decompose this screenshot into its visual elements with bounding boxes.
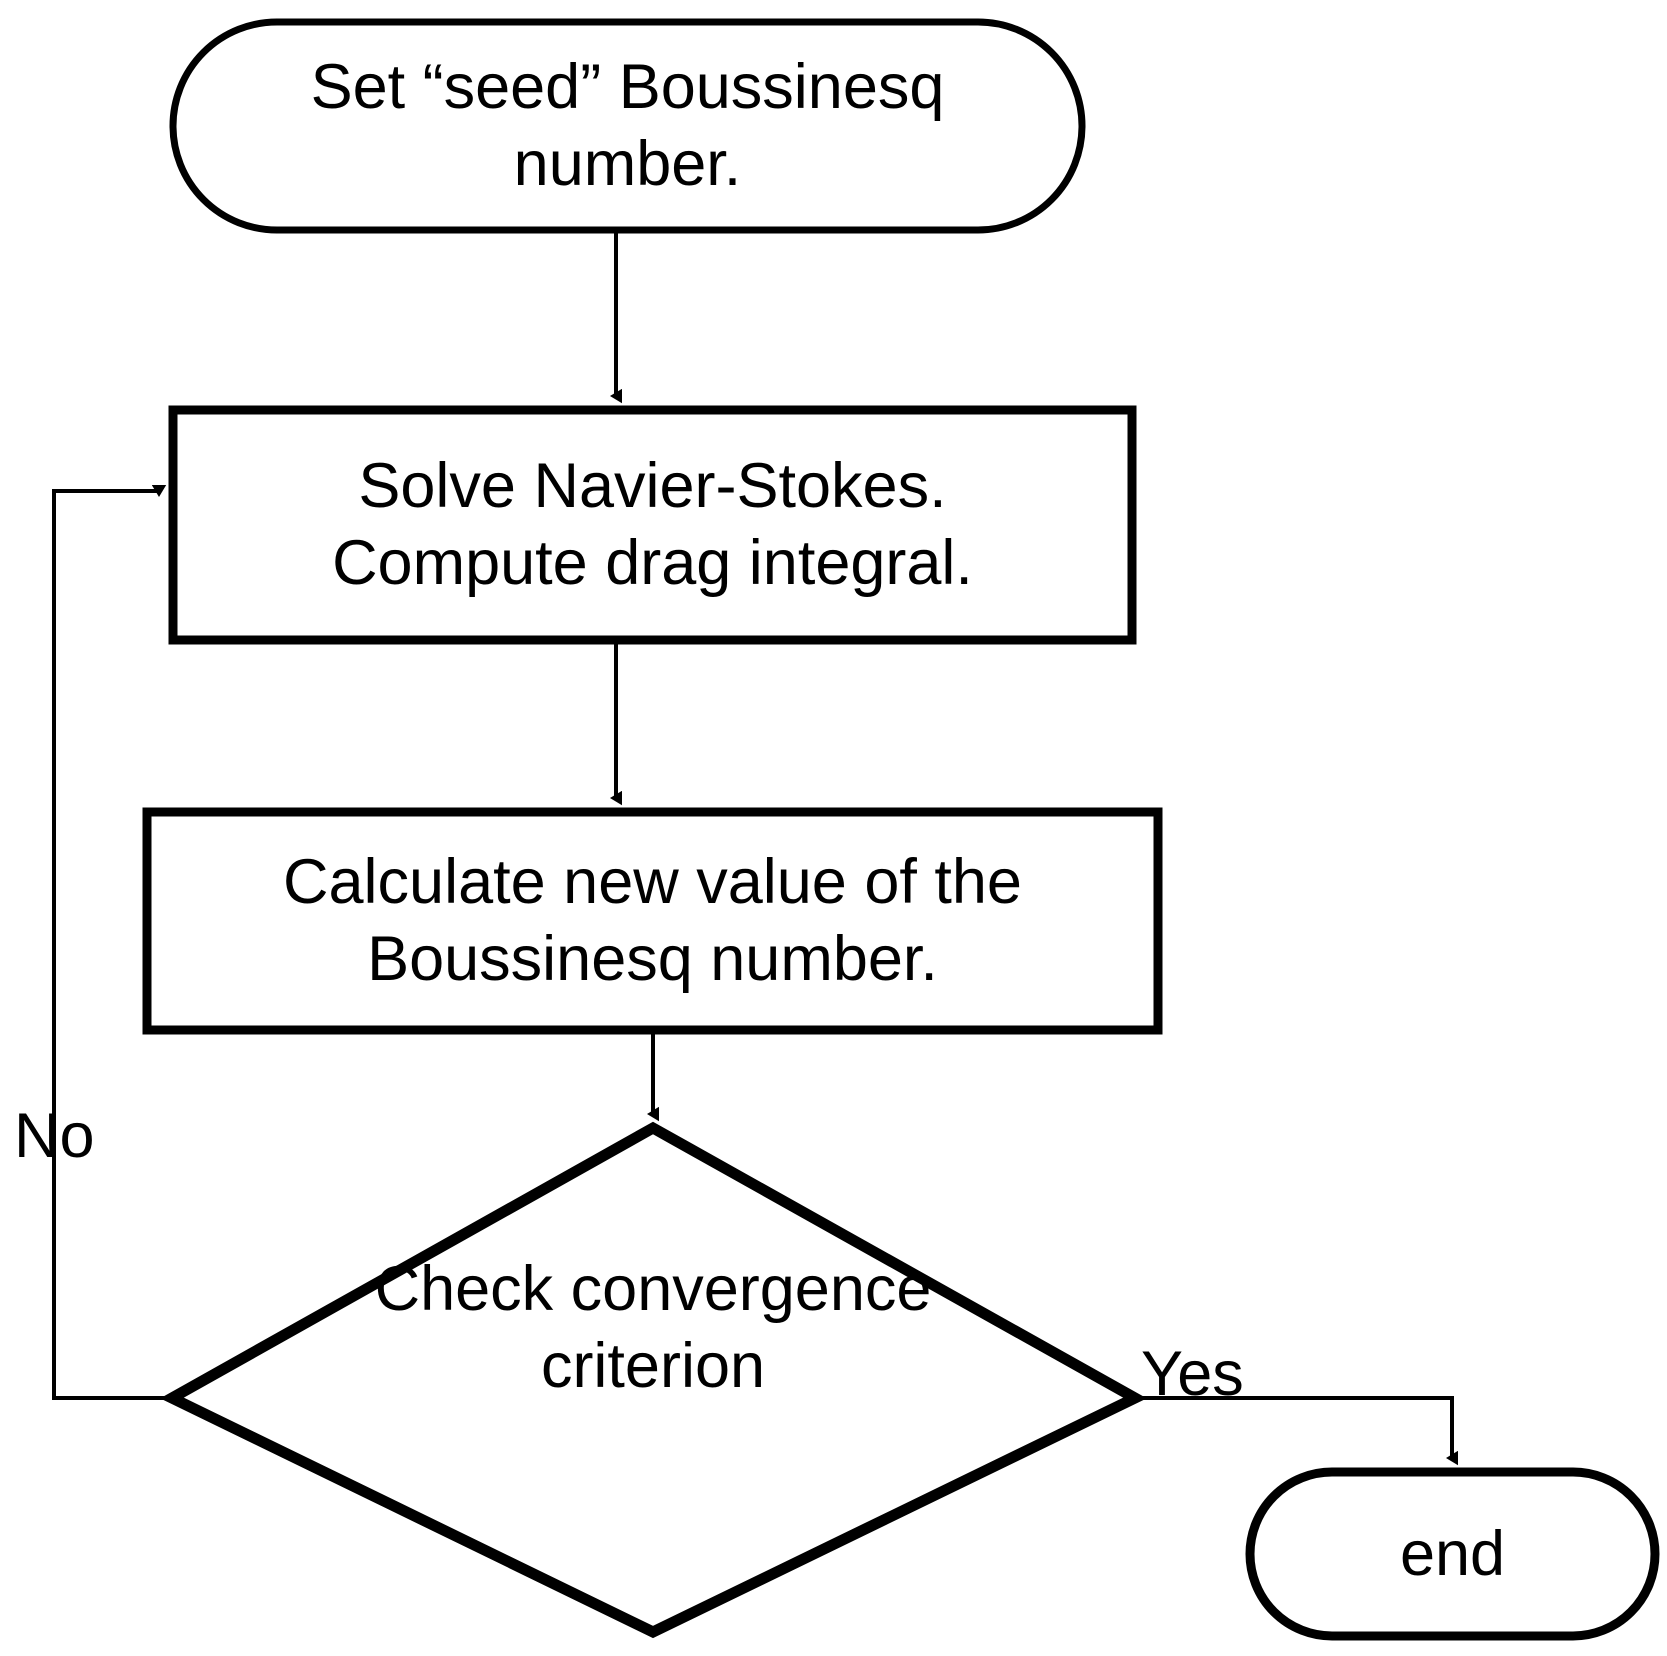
edge-check-no-to-solve	[52, 485, 172, 1400]
node-end-shape	[1245, 1467, 1660, 1641]
node-start-shape	[169, 18, 1086, 234]
edge-check-yes-to-end	[1135, 1396, 1458, 1466]
node-solve-shape	[168, 405, 1137, 645]
node-check-shape	[160, 1121, 1147, 1639]
node-calculate-shape	[142, 807, 1163, 1035]
